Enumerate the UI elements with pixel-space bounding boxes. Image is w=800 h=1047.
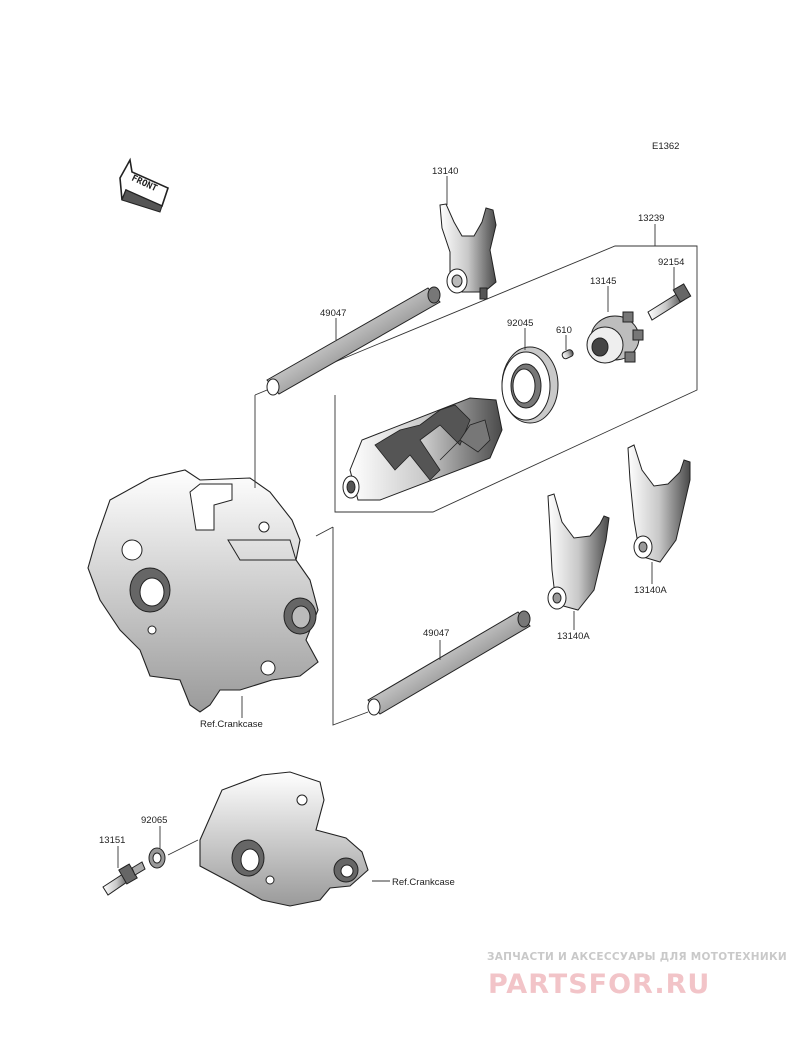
shift-rod-lower (367, 610, 531, 716)
shift-fork-13140 (439, 203, 497, 300)
pin-bolt-92154 (647, 283, 692, 321)
pin-610 (561, 349, 574, 360)
washer-92065 (148, 847, 166, 869)
watermark-tagline: ЗАПЧАСТИ И АКСЕССУАРЫ ДЛЯ МОТОТЕХНИКИ (487, 951, 787, 963)
diagram-code: E1362 (652, 141, 679, 152)
label-13145: 13145 (590, 276, 616, 287)
shift-fork-13140a-middle (547, 493, 610, 611)
label-13140a-right: 13140A (634, 585, 667, 596)
holder-13145 (586, 311, 644, 364)
crankcase-lower (199, 771, 369, 907)
rod-lower-bracket (332, 527, 369, 726)
crankcase-upper (87, 469, 319, 713)
shift-rod-upper (266, 286, 441, 396)
switch-13151 (102, 861, 146, 896)
switch-hole-leader (167, 839, 199, 856)
label-92065: 92065 (141, 815, 167, 826)
label-49047-lower: 49047 (423, 628, 449, 639)
bearing-92045 (501, 346, 559, 424)
label-13140: 13140 (432, 166, 458, 177)
crankcase-upper-bracket (315, 526, 334, 537)
label-13239: 13239 (638, 213, 664, 224)
front-arrow-icon: FRONT (119, 157, 169, 213)
assembly-bracket-13239 (254, 224, 698, 513)
label-ref-crankcase-upper: Ref.Crankcase (200, 719, 263, 730)
label-92154: 92154 (658, 257, 684, 268)
label-13140a-middle: 13140A (557, 631, 590, 642)
label-13151: 13151 (99, 835, 125, 846)
shift-drum (342, 397, 503, 501)
label-92045: 92045 (507, 318, 533, 329)
label-610: 610 (556, 325, 572, 336)
watermark-logo: PARTSFOR.RU (488, 969, 710, 1000)
label-leaders (117, 176, 675, 868)
shift-fork-13140a-right (627, 444, 691, 563)
label-ref-crankcase-lower: Ref.Crankcase (392, 877, 455, 888)
label-49047-upper: 49047 (320, 308, 346, 319)
